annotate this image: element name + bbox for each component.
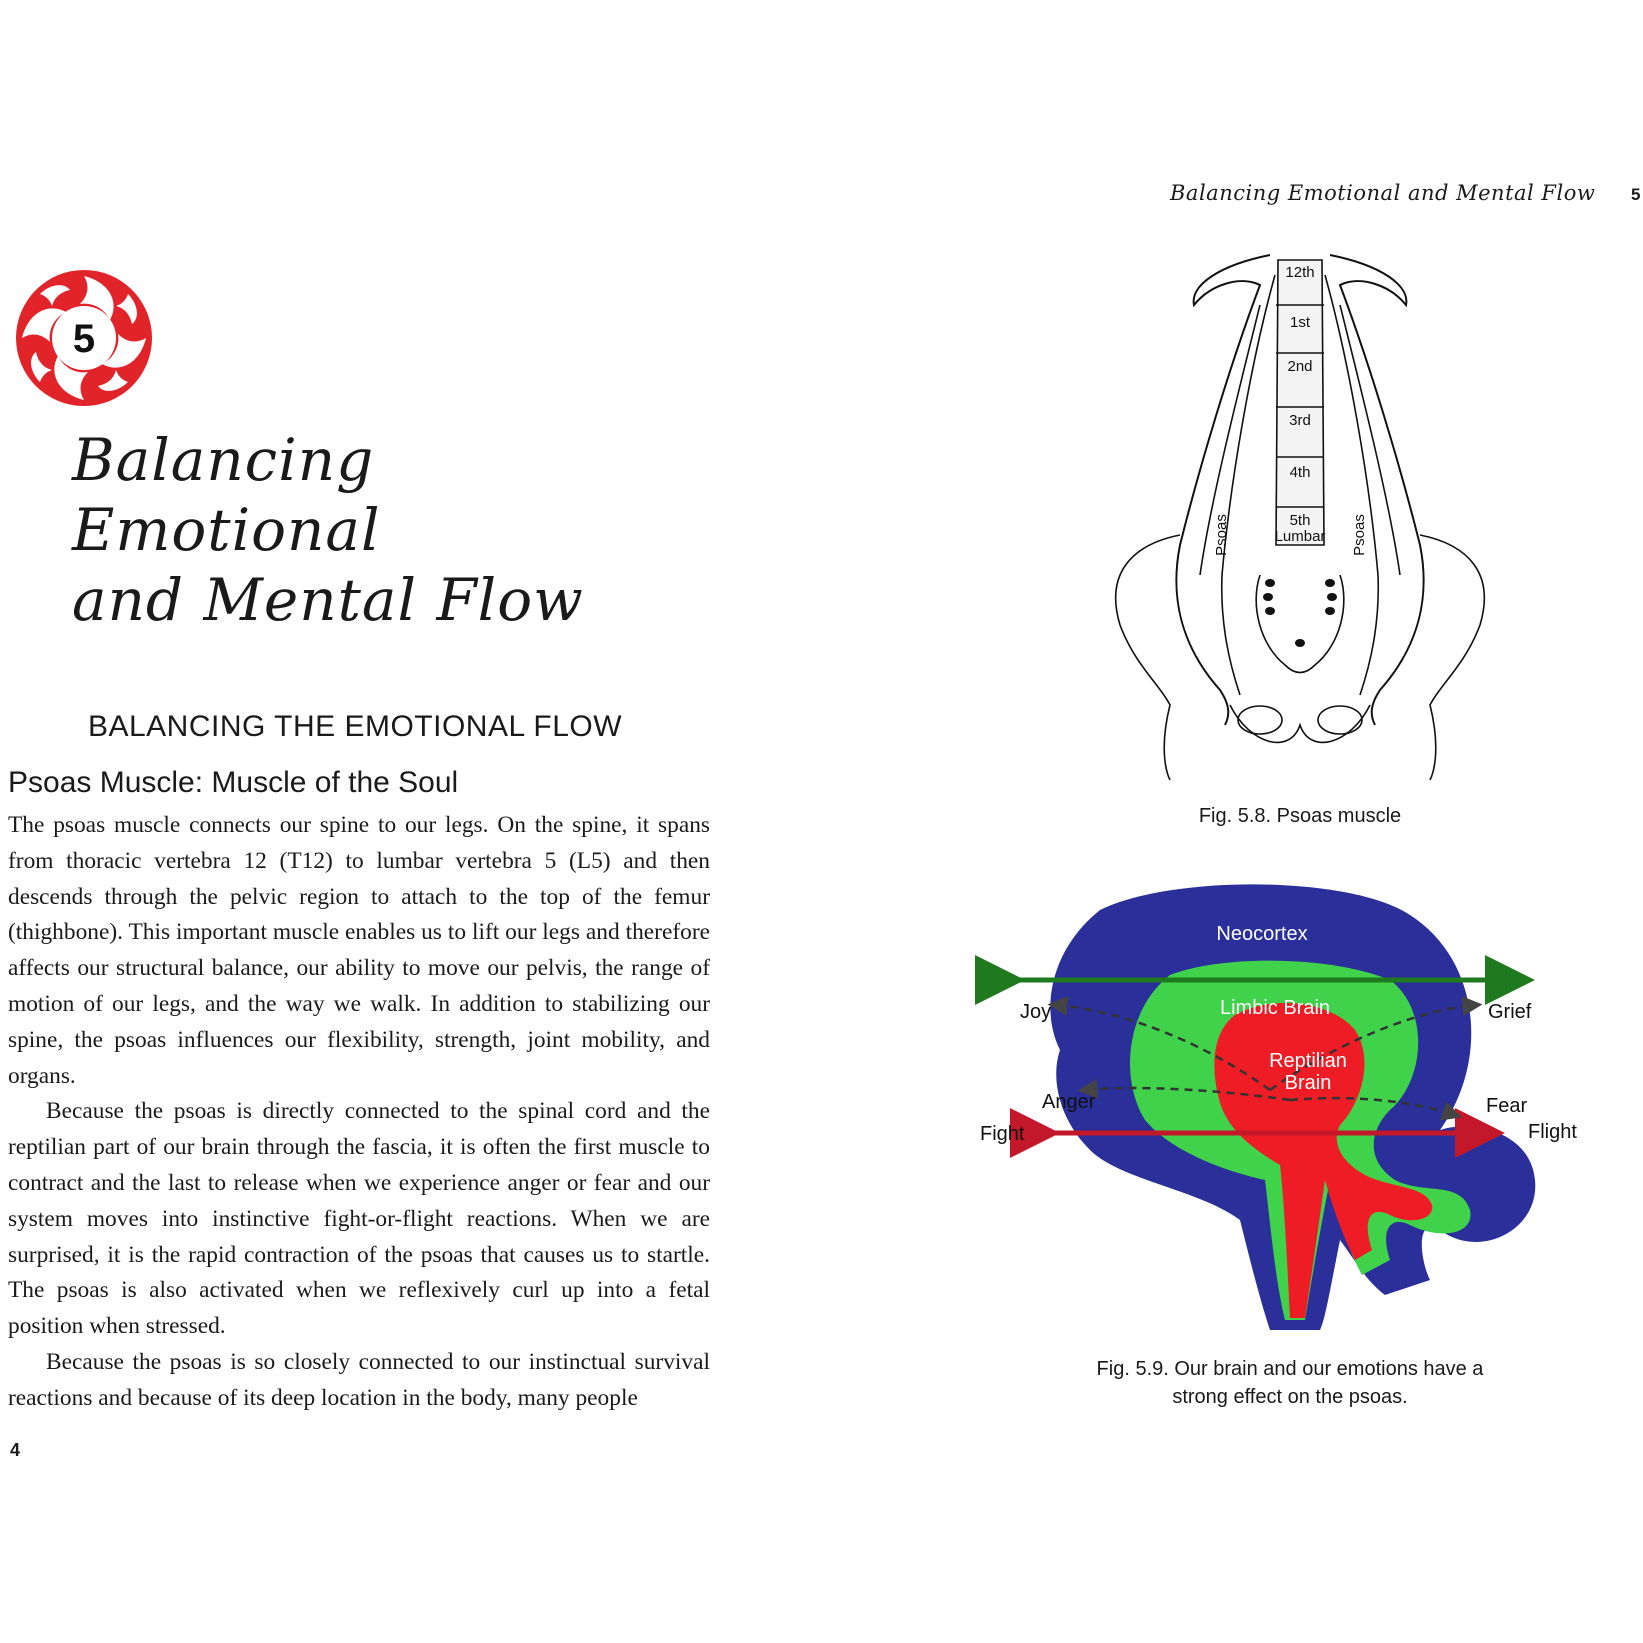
figure-caption-psoas: Fig. 5.8. Psoas muscle [1198, 805, 1402, 827]
page-number-right: 5 [1631, 185, 1641, 204]
limbic-label: Limbic Brain [1220, 997, 1330, 1019]
figure-caption-brain: Fig. 5.9. Our brain and our emotions hav… [1060, 1355, 1520, 1411]
vertebra-label: Lumbar [1275, 528, 1326, 545]
psoas-label-right: Psoas [1351, 514, 1368, 556]
anger-label: Anger [1042, 1091, 1096, 1113]
chapter-badge: 5 [16, 270, 152, 406]
reptilian-label-line1: Reptilian [1269, 1050, 1347, 1072]
swirl-ornament-icon [22, 276, 146, 400]
running-head: Balancing Emotional and Mental Flow [1170, 181, 1596, 205]
section-heading: BALANCING THE EMOTIONAL FLOW [87, 710, 623, 743]
grief-label: Grief [1488, 1001, 1532, 1023]
brain-diagram: Neocortex Limbic Brain Reptilian Brain J… [975, 884, 1577, 1330]
paragraph: Because the psoas is so closely connecte… [8, 1348, 710, 1411]
chapter-title-line2: and Mental Flow [72, 566, 584, 634]
fight-label: Fight [980, 1123, 1025, 1145]
paragraph: Because the psoas is directly connected … [8, 1098, 710, 1340]
fear-label: Fear [1486, 1095, 1527, 1117]
reptilian-label-line2: Brain [1285, 1072, 1332, 1094]
vertebra-label: 12th [1285, 264, 1314, 281]
joy-label: Joy [1020, 1001, 1051, 1023]
caption-line1: Fig. 5.9. Our brain and our emotions hav… [1096, 1358, 1484, 1380]
vertebra-label: 2nd [1287, 358, 1312, 375]
vertebra-label: 3rd [1289, 412, 1311, 429]
vertebra-label: 4th [1290, 464, 1311, 481]
reptilian-region [1214, 1003, 1433, 1318]
paragraph: The psoas muscle connects our spine to o… [8, 812, 710, 1089]
vertebra-label: 1st [1290, 314, 1311, 331]
psoas-label-left: Psoas [1213, 514, 1230, 556]
body-text: The psoas muscle connects our spine to o… [8, 808, 710, 1417]
vertebra-label: 5th [1290, 512, 1311, 529]
page-number-left: 4 [10, 1440, 21, 1460]
flight-label: Flight [1528, 1121, 1577, 1143]
caption-line2: strong effect on the psoas. [1172, 1386, 1408, 1408]
chapter-title: Balancing Emotional and Mental Flow [72, 425, 692, 635]
chapter-title-line1: Balancing Emotional [72, 426, 381, 564]
chapter-number: 5 [73, 317, 95, 361]
psoas-muscle-illustration: 12th 1st 2nd 3rd 4th 5th Lumbar Psoas Ps… [1114, 254, 1486, 781]
neocortex-label: Neocortex [1216, 923, 1307, 945]
sub-heading: Psoas Muscle: Muscle of the Soul [8, 766, 459, 799]
